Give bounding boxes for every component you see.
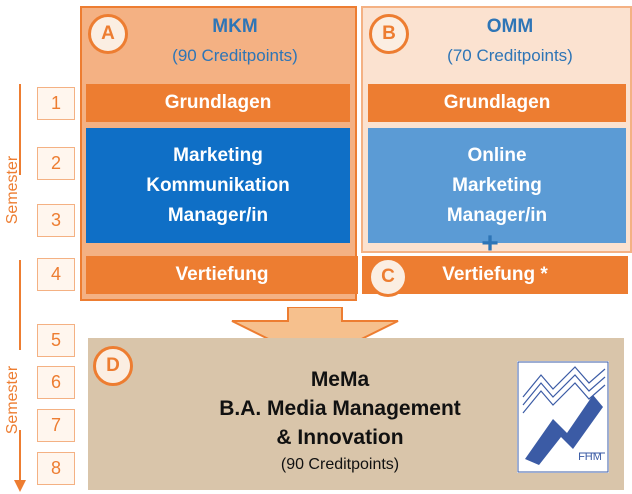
mkm-title: MKM <box>212 16 258 37</box>
grundlagen-bar-b: Grundlagen <box>368 84 626 122</box>
mkm-credits: (90 Creditpoints) <box>172 46 298 65</box>
badge-d: D <box>93 346 133 386</box>
mkm-core-box: Marketing Kommunikation Manager/in <box>86 128 350 243</box>
semester-axis-icon <box>14 84 26 492</box>
mkm-core-line: Manager/in <box>167 204 269 226</box>
grundlagen-bar-a: Grundlagen <box>86 84 350 122</box>
semester-box: 8 <box>37 452 75 485</box>
semester-box: 1 <box>37 87 75 120</box>
fhm-logo-text: FHM <box>578 451 602 463</box>
semester-box: 3 <box>37 204 75 237</box>
omm-core-line: Marketing <box>452 174 542 196</box>
omm-core-box: Online Marketing Manager/in <box>368 128 626 243</box>
omm-core-line: Manager/in <box>446 204 548 226</box>
semester-box: 7 <box>37 409 75 442</box>
semester-box: 2 <box>37 147 75 180</box>
semester-axis-label: Semester <box>4 155 21 225</box>
badge-c: C <box>368 257 408 297</box>
semester-box: 4 <box>37 258 75 291</box>
badge-b: B <box>369 14 409 54</box>
omm-credits: (70 Creditpoints) <box>447 46 573 65</box>
omm-title: OMM <box>486 16 534 37</box>
mkm-core-line: Marketing <box>173 144 263 166</box>
badge-a: A <box>88 14 128 54</box>
mema-text: MeMa B.A. Media Management & Innovation … <box>190 365 490 478</box>
semester-axis-label: Semester <box>4 365 21 435</box>
fhm-logo-mark <box>517 361 609 473</box>
mema-credits: (90 Creditpoints) <box>280 456 400 473</box>
vertiefung-bar-a: Vertiefung <box>86 256 358 294</box>
mema-title: MeMa <box>310 368 370 391</box>
semester-box: 5 <box>37 324 75 357</box>
plus-icon: + <box>481 227 499 260</box>
mema-degree-cont: & Innovation <box>276 426 404 449</box>
mkm-core-line: Kommunikation <box>146 174 290 196</box>
fhm-logo: FHM <box>517 361 609 473</box>
semester-box: 6 <box>37 366 75 399</box>
mema-degree: B.A. Media Management <box>219 397 461 420</box>
omm-core-line: Online <box>467 144 527 166</box>
